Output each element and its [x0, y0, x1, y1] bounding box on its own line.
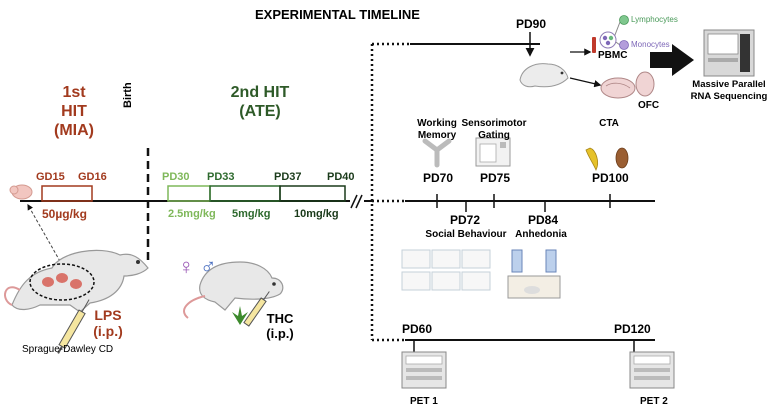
pd72-label: PD72 [450, 213, 481, 227]
strain-label: Sprague-Dawley CD [22, 344, 114, 355]
pbmc-cluster-icon [599, 31, 617, 49]
diagram-title: EXPERIMENTAL TIMELINE [255, 7, 420, 22]
first-hit-label-2: HIT [61, 103, 87, 120]
social-behaviour-label: Social Behaviour [425, 229, 507, 240]
rat-pup-icon [9, 184, 33, 200]
pd120-label: PD120 [614, 322, 651, 336]
mia-window-box [41, 185, 93, 202]
axis-break-mark [350, 194, 363, 209]
pd37-pd40-box [279, 185, 346, 202]
birth-label: Birth [122, 82, 134, 108]
cta-label: CTA [599, 118, 619, 129]
lymphocytes-label: Lymphocytes [631, 15, 678, 24]
cannabis-leaf-icon [232, 306, 248, 325]
pd100-label: PD100 [592, 171, 629, 185]
banana-icon [585, 147, 598, 171]
almond-icon [615, 147, 629, 169]
monocyte-icon [619, 40, 629, 50]
syringe-icon [57, 299, 90, 354]
to-sequencing-arrow [650, 44, 694, 76]
blood-tube-icon [592, 37, 596, 53]
second-hit-label-1: 2nd HIT [230, 84, 290, 101]
pet-scanner-icon [629, 351, 675, 389]
pet-scanner-icon [401, 351, 447, 389]
pd37-label: PD37 [274, 171, 302, 183]
syringe-icon [243, 291, 270, 327]
rat-to-brain-arrow [569, 77, 602, 88]
lps-label: LPS [94, 307, 122, 323]
pet1-label: PET 1 [410, 396, 438, 407]
startle-chamber-icon [475, 137, 511, 167]
rat-icon [519, 63, 569, 88]
thc-label: THC [266, 311, 294, 326]
ofc-label: OFC [638, 100, 660, 111]
sensorimotor-label-2: Gating [478, 130, 510, 141]
dose-mid: 5mg/kg [232, 208, 271, 220]
anhedonia-label: Anhedonia [515, 229, 567, 240]
pd30-label: PD30 [162, 171, 190, 183]
pd90-label: PD90 [516, 17, 547, 31]
dose-high: 10mg/kg [294, 208, 339, 220]
gd16-label: GD16 [78, 171, 107, 183]
dose-low: 2.5mg/kg [168, 208, 216, 220]
second-hit-label-2: (ATE) [239, 103, 281, 120]
monocytes-label: Monocytes [631, 40, 670, 49]
brain-icon [600, 71, 655, 99]
thc-route-label: (i.p.) [266, 326, 294, 341]
working-memory-label-2: Memory [417, 130, 457, 141]
male-symbol-icon: ♂ [200, 254, 217, 279]
rat-icon [4, 249, 149, 313]
female-symbol-icon: ♀ [178, 254, 195, 279]
rnaseq-method-label-2: RNA Sequencing [690, 91, 768, 102]
y-maze-icon [422, 138, 452, 168]
social-arena-icon [401, 249, 491, 291]
rat-icon [183, 261, 284, 319]
rnaseq-method-label-1: Massive Parallel [692, 79, 766, 90]
sensorimotor-label-1: Sensorimotor [461, 118, 527, 129]
pup-arrow [27, 203, 66, 271]
working-memory-label-1: Working [417, 118, 457, 129]
pd60-label: PD60 [402, 322, 433, 336]
pd70-label: PD70 [423, 171, 454, 185]
pd84-label: PD84 [528, 213, 559, 227]
first-hit-label-1: 1st [62, 84, 86, 101]
lymphocyte-icon [619, 15, 629, 25]
mia-dose-label: 50µg/kg [42, 207, 87, 221]
pd33-pd37-box [209, 185, 281, 202]
pd40-label: PD40 [327, 171, 355, 183]
pbmc-label: PBMC [598, 50, 628, 61]
two-bottle-icon [507, 249, 561, 299]
first-hit-label-3: (MIA) [54, 122, 94, 139]
pd30-pd33-box [167, 185, 211, 202]
branch-connectors [370, 42, 410, 342]
lps-route-label: (i.p.) [93, 323, 123, 339]
pd33-label: PD33 [207, 171, 235, 183]
pet2-label: PET 2 [640, 396, 668, 407]
gd15-label: GD15 [36, 171, 65, 183]
pd75-label: PD75 [480, 171, 511, 185]
behaviour-ticks [436, 194, 611, 212]
sequencer-icon [703, 29, 755, 77]
